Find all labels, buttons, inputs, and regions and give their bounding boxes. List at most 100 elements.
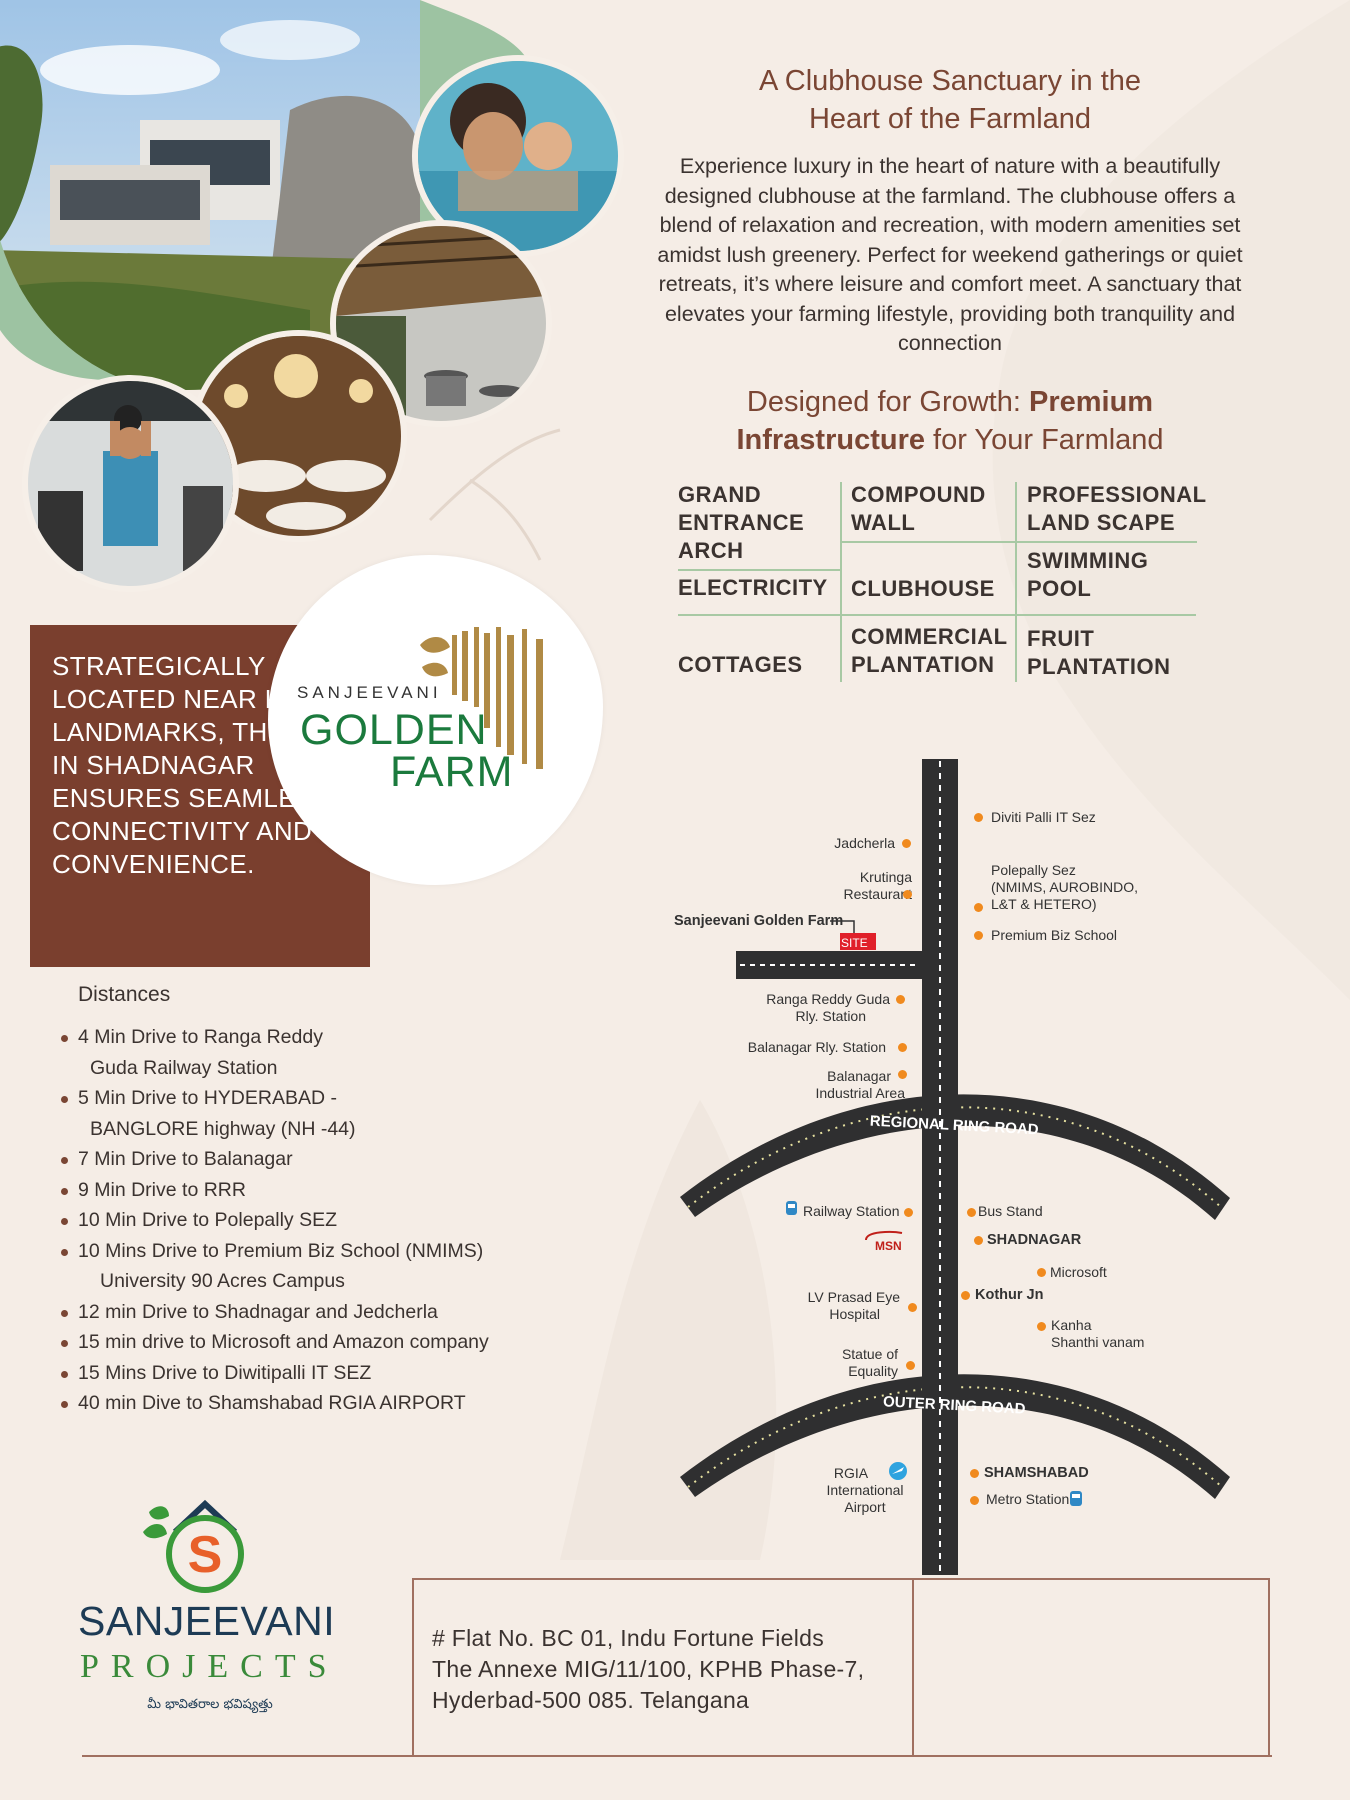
map-label-lv-line1: LV Prasad Eye	[807, 1289, 900, 1305]
distance-item: 7 Min Drive to Balanagar	[58, 1144, 538, 1175]
map-label-rgia-line3: Airport	[844, 1499, 886, 1515]
distance-line1: 15 min drive to Microsoft and Amazon com…	[78, 1331, 489, 1353]
map-marker-dot	[906, 1361, 915, 1370]
map-label-metro: Metro Station	[986, 1491, 1070, 1507]
project-logo-badge	[268, 555, 603, 885]
route-map: REGIONAL RING ROAD OUTER RING ROAD	[680, 759, 1230, 1575]
map-label-polepally-line2: (NMIMS, AUROBINDO,	[991, 879, 1139, 895]
distance-line1: 4 Min Drive to Ranga Reddy	[78, 1026, 323, 1048]
company-projects: PROJECTS	[80, 1648, 339, 1685]
map-label-rgia-line2: International	[826, 1482, 904, 1498]
map-marker-dot	[908, 1303, 917, 1312]
grid-divider	[1017, 541, 1197, 543]
svg-text:S: S	[188, 1526, 223, 1584]
map-label-msn: MSN	[875, 1239, 902, 1253]
grid-divider	[842, 541, 1015, 543]
distance-item: 9 Min Drive to RRR	[58, 1175, 538, 1206]
map-label-polepally-line3: L&T & HETERO)	[991, 896, 1097, 912]
distance-item: 10 Mins Drive to Premium Biz School (NMI…	[58, 1236, 538, 1297]
map-label-site-tag: SITE	[841, 936, 868, 950]
regional-ring-road	[680, 1094, 1230, 1220]
distance-line1: 9 Min Drive to RRR	[78, 1178, 246, 1201]
map-marker-dot	[902, 839, 911, 848]
growth-heading-bold1: Premium	[1028, 386, 1154, 418]
train-icon	[786, 1201, 797, 1215]
gym-photo	[22, 375, 239, 592]
map-label-diviti: Diviti Palli IT Sez	[991, 809, 1096, 825]
map-label-polepally: Polepally Sez (NMIMS, AUROBINDO, L&T & H…	[991, 862, 1138, 913]
map-label-ranga-line2: Rly. Station	[795, 1008, 866, 1024]
map-marker-dot	[898, 1043, 907, 1052]
distance-item: 12 min Drive to Shadnagar and Jedcherla	[58, 1297, 538, 1328]
map-label-statue: Statue of Equality	[780, 1346, 898, 1380]
infra-fruit-plantation: FRUIT PLANTATION	[1027, 626, 1171, 679]
msn-logo-icon	[865, 1230, 903, 1241]
growth-heading: Designed for Growth: Premium Infrastruct…	[640, 383, 1260, 459]
metro-icon	[1070, 1491, 1082, 1506]
address-bottom-rule	[82, 1755, 1272, 1757]
infra-cottages: COTTAGES	[678, 652, 803, 677]
distances-title: Distances	[78, 983, 171, 1006]
distance-item: 15 Mins Drive to Diwitipalli IT SEZ	[58, 1358, 538, 1389]
map-marker-dot	[903, 890, 912, 899]
map-label-shamshabad: SHAMSHABAD	[984, 1465, 1089, 1481]
airplane-icon	[889, 1462, 907, 1480]
growth-heading-part2: for Your Farmland	[924, 424, 1164, 456]
map-marker-dot	[898, 1070, 907, 1079]
map-label-microsoft: Microsoft	[1050, 1264, 1107, 1280]
clubhouse-heading: A Clubhouse Sanctuary in the Heart of th…	[650, 62, 1250, 138]
map-label-kanha-line1: Kanha	[1051, 1317, 1092, 1333]
clubhouse-heading-line2: Heart of the Farmland	[808, 103, 1092, 135]
clubhouse-description: Experience luxury in the heart of nature…	[657, 154, 1243, 355]
distance-line1: 5 Min Drive to HYDERABAD -	[78, 1087, 337, 1109]
map-label-balanagar-ind-line2: Industrial Area	[815, 1085, 906, 1101]
company-tagline: మీ భావితరాల భవిష్యత్తు	[147, 1697, 273, 1712]
map-marker-dot	[1037, 1322, 1046, 1331]
infra-compound-wall: COMPOUND WALL	[851, 482, 986, 535]
golden-farm-emblem	[420, 627, 543, 769]
distance-item: 5 Min Drive to HYDERABAD - BANGLORE highw…	[58, 1083, 538, 1144]
address-line3: Hyderbad-500 085. Telangana	[432, 1687, 750, 1713]
map-label-balanagar-ind-line1: Balanagar	[827, 1068, 891, 1084]
distance-line2: BANGLORE highway (NH -44)	[90, 1117, 356, 1140]
distance-line1: 15 Mins Drive to Diwitipalli IT SEZ	[78, 1361, 372, 1384]
map-label-rgia: RGIA International Airport	[815, 1465, 915, 1516]
map-marker-dot	[970, 1496, 979, 1505]
logo-farm-text: FARM	[390, 748, 514, 796]
distance-item: 40 min Dive to Shamshabad RGIA AIRPORT	[58, 1388, 538, 1419]
clubhouse-heading-line1: A Clubhouse Sanctuary in the	[758, 65, 1142, 97]
map-label-balanagar-industrial: Balanagar Industrial Area	[760, 1068, 906, 1102]
map-label-kanha-line2: Shanthi vanam	[1051, 1334, 1145, 1350]
infra-swimming-pool: SWIMMING POOL	[1027, 548, 1149, 601]
grid-divider	[678, 569, 840, 571]
map-marker-dot	[974, 903, 983, 912]
map-label-krutinga-line2: Restaurant	[843, 886, 912, 902]
map-label-kothur: Kothur Jn	[975, 1287, 1044, 1303]
outer-ring-road	[680, 1374, 1230, 1499]
company-name: SANJEEVANI	[78, 1598, 336, 1644]
map-marker-dot	[896, 995, 905, 1004]
sanjeevani-projects-logo-icon: S	[143, 1499, 244, 1593]
map-label-statue-line1: Statue of	[841, 1346, 898, 1362]
map-label-premium-biz: Premium Biz School	[991, 927, 1118, 943]
map-label-balanagar-rly: Balanagar Rly. Station	[747, 1039, 886, 1055]
infra-grand-entrance-arch: GRAND ENTRANCE ARCH	[678, 482, 805, 563]
map-label-statue-line2: Equality	[848, 1363, 898, 1379]
map-marker-dot	[904, 1208, 913, 1217]
map-marker-dot	[970, 1469, 979, 1478]
distance-line1: 7 Min Drive to Balanagar	[78, 1148, 293, 1170]
address-box	[412, 1578, 1270, 1755]
growth-heading-bold2: Infrastructure	[736, 424, 925, 456]
map-label-bus-stand: Bus Stand	[978, 1203, 1043, 1219]
distance-line1: 12 min Drive to Shadnagar and Jedcherla	[78, 1300, 438, 1323]
infra-electricity: ELECTRICITY	[678, 575, 828, 600]
map-label-jadcherla: Jadcherla	[834, 835, 895, 851]
map-marker-dot	[1037, 1268, 1046, 1277]
address-line1: # Flat No. BC 01, Indu Fortune Fields	[432, 1625, 825, 1651]
map-label-ranga-reddy: Ranga Reddy Guda Rly. Station	[740, 991, 890, 1025]
grid-divider	[840, 482, 842, 682]
map-marker-dot	[961, 1291, 970, 1300]
distance-line2: University 90 Acres Campus	[100, 1270, 345, 1292]
map-label-kanha: Kanha Shanthi vanam	[1051, 1317, 1144, 1351]
